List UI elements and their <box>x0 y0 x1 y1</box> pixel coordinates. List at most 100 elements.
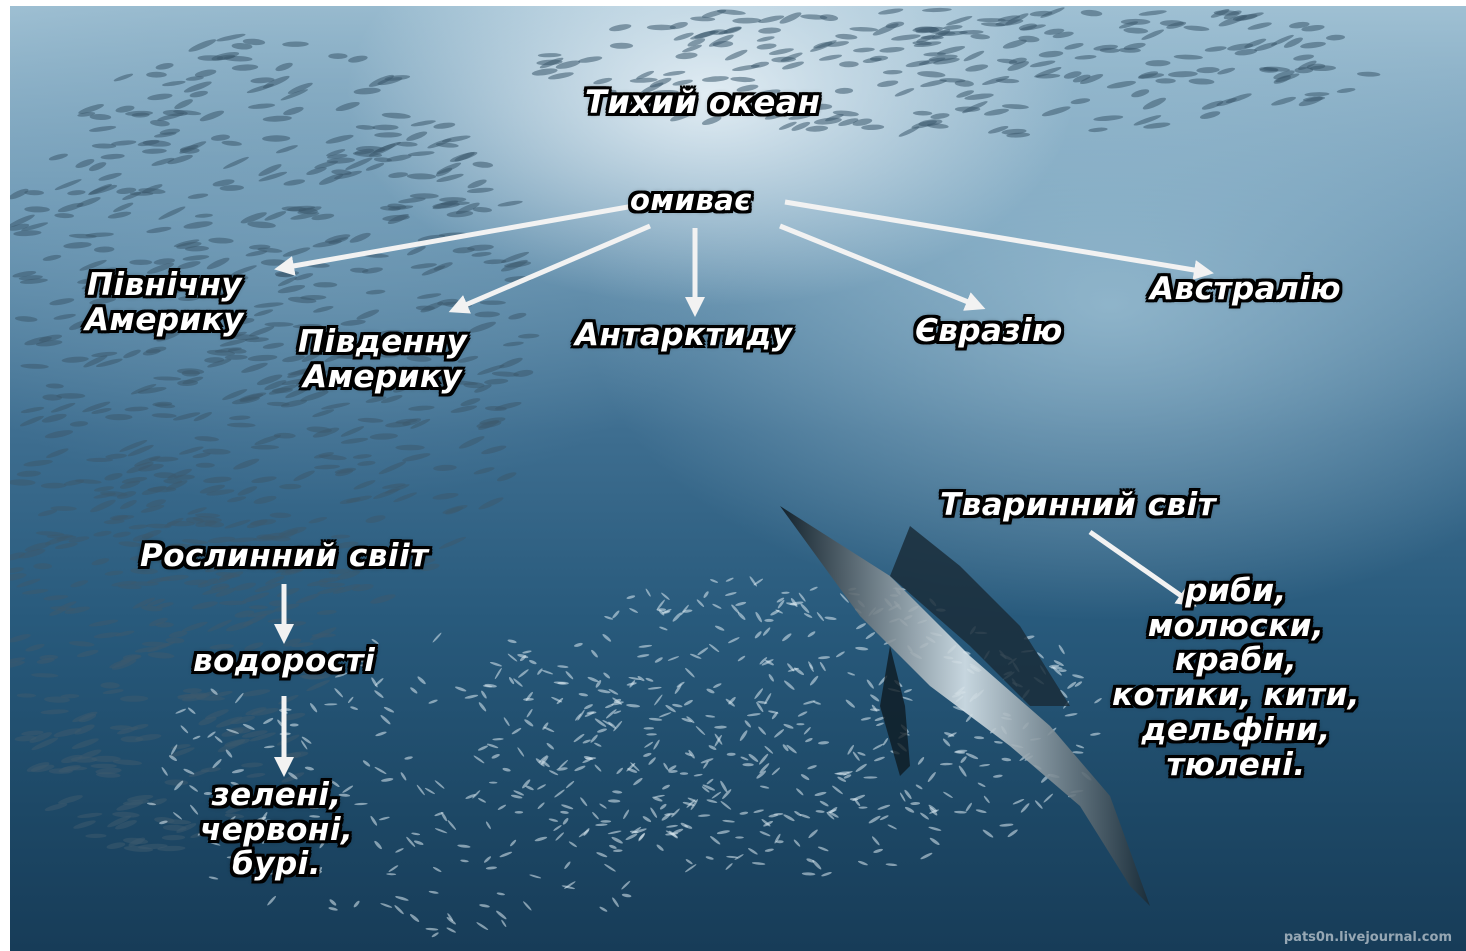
fish-shape <box>725 862 734 870</box>
fish-shape <box>803 726 811 735</box>
fish-shape <box>61 356 89 364</box>
fish-shape <box>386 153 412 163</box>
fish-shape <box>818 656 830 660</box>
fish-shape <box>10 632 31 644</box>
fish-shape <box>193 410 213 422</box>
fish-shape <box>395 895 409 902</box>
fish-shape <box>958 765 968 778</box>
fish-shape <box>930 112 950 120</box>
fish-shape <box>903 789 912 800</box>
fish-shape <box>85 834 106 839</box>
fish-shape <box>362 759 371 767</box>
fish-shape <box>304 766 314 771</box>
watermark: pats0n.livejournal.com <box>1284 930 1452 945</box>
fish-shape <box>922 7 952 12</box>
fish-shape <box>663 762 669 770</box>
fish-shape <box>118 541 141 548</box>
fish-shape <box>705 856 714 861</box>
fish-shape <box>275 144 298 155</box>
continent-antarctica: Антарктиду <box>575 320 792 351</box>
fish-shape <box>762 627 771 637</box>
fish-shape <box>638 833 646 841</box>
fish-shape <box>1081 9 1103 17</box>
fish-shape <box>161 766 169 776</box>
fish-shape <box>89 498 117 515</box>
fish-shape <box>612 790 622 794</box>
fish-shape <box>610 43 633 49</box>
fish-shape <box>879 46 905 53</box>
fish-shape <box>155 62 174 71</box>
fish-shape <box>113 531 132 539</box>
fish-shape <box>752 862 766 866</box>
fish-shape <box>413 840 424 846</box>
fish-shape <box>773 728 784 738</box>
fish-shape <box>497 200 523 208</box>
fish-shape <box>499 851 513 858</box>
fish-shape <box>600 820 611 823</box>
fish-shape <box>433 122 456 130</box>
fish-shape <box>673 31 694 42</box>
fish-shape <box>764 745 774 754</box>
fish-shape <box>871 836 880 847</box>
fish-shape <box>583 703 593 710</box>
fish-shape <box>658 711 671 718</box>
fish-shape <box>492 371 519 377</box>
fish-shape <box>1155 78 1175 83</box>
fish-shape <box>713 682 723 688</box>
fish-shape <box>626 595 635 600</box>
fish-shape <box>648 756 657 765</box>
fish-shape <box>975 809 986 814</box>
fish-shape <box>375 731 387 737</box>
fish-shape <box>248 103 276 110</box>
fish-shape <box>604 863 617 872</box>
fish-shape <box>357 460 376 466</box>
fish-shape <box>405 130 428 143</box>
fish-shape <box>582 739 591 744</box>
fish-shape <box>1106 79 1136 90</box>
fish-shape <box>251 475 277 484</box>
fish-shape <box>85 232 114 238</box>
fish-shape <box>578 692 588 697</box>
fish-shape <box>742 763 753 766</box>
fish-shape <box>208 237 234 244</box>
fish-shape <box>164 779 188 785</box>
fish-shape <box>146 226 172 235</box>
fish-shape <box>625 833 638 841</box>
fish-shape <box>611 836 624 845</box>
fish-shape <box>724 48 748 62</box>
fish-shape <box>1093 114 1123 122</box>
fish-shape <box>100 153 125 160</box>
fish-shape <box>712 603 722 610</box>
fish-shape <box>560 810 569 814</box>
fish-shape <box>573 733 585 743</box>
fish-shape <box>62 766 87 770</box>
fish-shape <box>611 610 620 619</box>
fish-shape <box>10 572 27 583</box>
fish-shape <box>481 444 508 456</box>
fish-shape <box>917 756 925 765</box>
fish-shape <box>858 806 867 809</box>
fish-shape <box>683 699 693 707</box>
fish-shape <box>891 33 921 42</box>
continent-south-america: Південну Америку <box>298 325 467 394</box>
fish-shape <box>714 625 725 632</box>
fish-shape <box>1072 751 1084 754</box>
fish-shape <box>122 348 141 360</box>
fish-shape <box>373 840 383 850</box>
fish-shape <box>1029 59 1055 68</box>
fish-shape <box>353 87 381 95</box>
fish-shape <box>67 190 86 196</box>
fish-shape <box>720 800 732 810</box>
fish-shape <box>347 696 354 704</box>
fish-shape <box>913 111 932 116</box>
fish-shape <box>802 872 816 876</box>
fish-shape <box>124 406 148 412</box>
fish-shape <box>94 246 115 253</box>
fish-shape <box>157 205 186 222</box>
fish-shape <box>711 791 722 799</box>
fish-shape <box>1100 48 1120 53</box>
fish-shape <box>232 768 245 774</box>
fish-shape <box>771 56 796 62</box>
fish-shape <box>1336 87 1355 94</box>
fish-shape <box>863 776 877 778</box>
